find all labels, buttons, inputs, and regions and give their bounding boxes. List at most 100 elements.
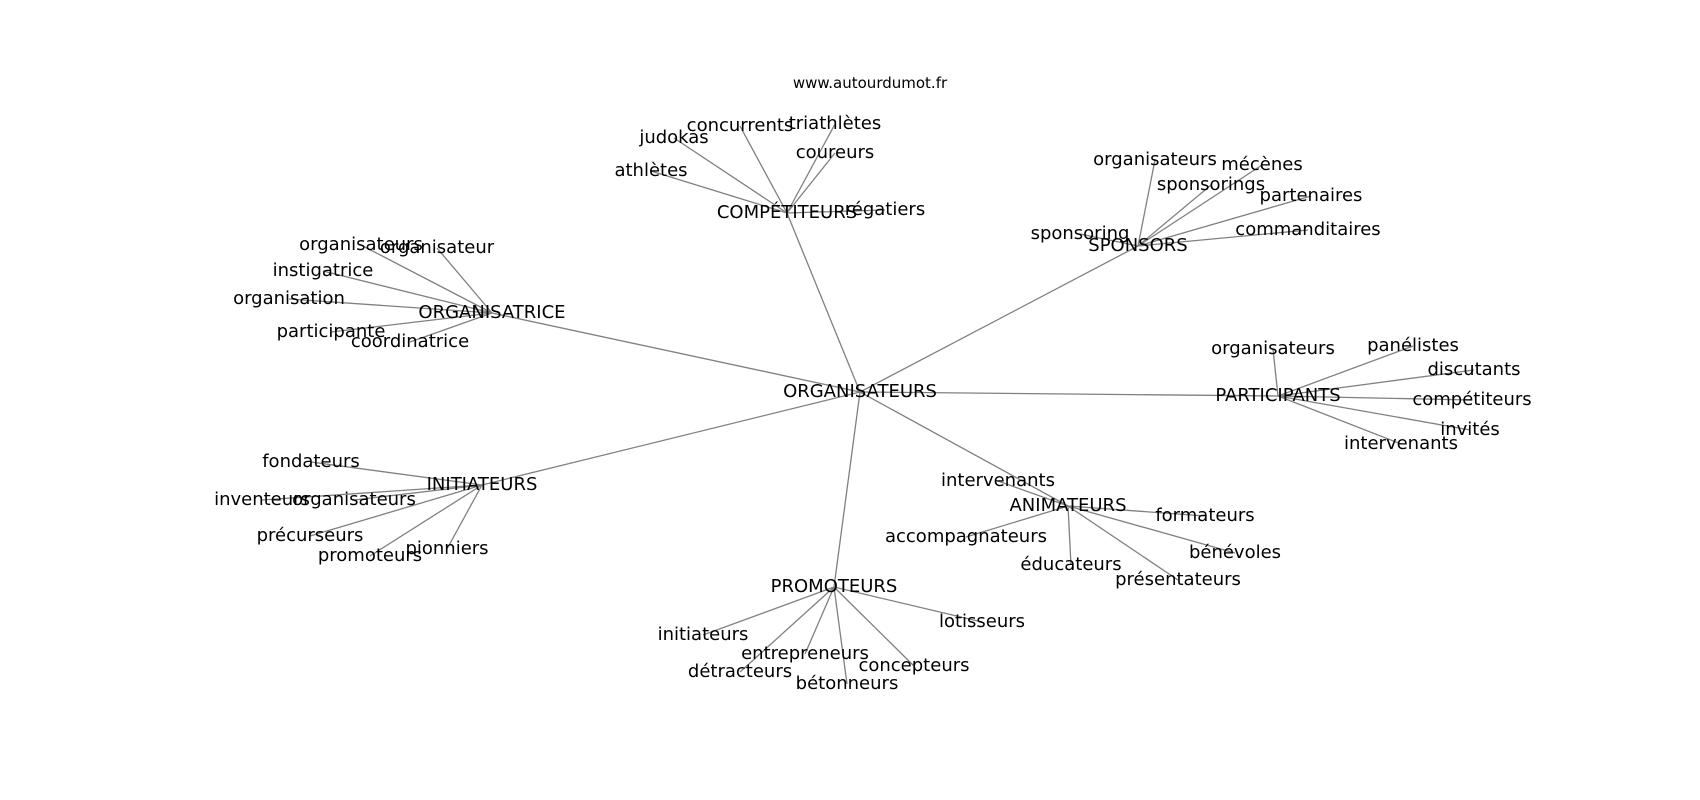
leaf-node-label: organisation xyxy=(233,288,345,309)
edge-hub-to-leaf xyxy=(1137,184,1212,247)
edge-hub-to-leaf xyxy=(739,586,835,673)
leaf-node-label: concurrents xyxy=(687,115,794,136)
edge-hub-to-leaf xyxy=(261,484,483,501)
leaf-node-label: régatiers xyxy=(845,199,925,220)
leaf-node-label: discutants xyxy=(1427,359,1520,380)
edge-hub-to-leaf xyxy=(1277,395,1473,401)
leaf-node-label: coordinatrice xyxy=(351,331,469,352)
leaf-node-label: accompagnateurs xyxy=(885,526,1047,547)
edge-center-to-hub xyxy=(859,245,1139,393)
center-node-label: ORGANISATEURS xyxy=(783,381,937,402)
leaf-node-label: entrepreneurs xyxy=(741,643,869,664)
leaf-node-label: panélistes xyxy=(1367,335,1459,356)
leaf-node-label: organisateurs xyxy=(292,489,416,510)
edge-hub-to-leaf xyxy=(1137,159,1156,247)
leaf-node-label: bétonneurs xyxy=(796,673,899,694)
leaf-node-label: précurseurs xyxy=(257,525,364,546)
edge-hub-to-leaf xyxy=(322,270,493,314)
edge-center-to-hub xyxy=(481,391,861,486)
edge-center-to-hub xyxy=(786,212,861,393)
leaf-node-label: bénévoles xyxy=(1189,542,1281,563)
leaf-node-label: intervenants xyxy=(941,470,1055,491)
edge-hub-to-leaf xyxy=(786,123,836,214)
leaf-node-label: inventeurs xyxy=(214,489,310,510)
edge-hub-to-leaf xyxy=(1079,233,1139,247)
edge-hub-to-leaf xyxy=(650,170,788,214)
leaf-node-label: organisateurs xyxy=(1093,149,1217,170)
edge-hub-to-leaf xyxy=(1067,505,1206,517)
edge-hub-to-leaf xyxy=(1272,348,1279,397)
leaf-node-label: pionniers xyxy=(405,538,488,559)
edge-hub-to-leaf xyxy=(804,586,835,655)
edge-center-to-hub xyxy=(491,312,861,393)
leaf-node-label: lotisseurs xyxy=(939,611,1025,632)
edge-hub-to-leaf xyxy=(965,505,1069,538)
hub-node-label: INITIATEURS xyxy=(427,474,538,495)
leaf-node-label: invités xyxy=(1440,419,1500,440)
leaf-node-label: initiateurs xyxy=(658,624,749,645)
edge-hub-to-leaf xyxy=(833,586,848,685)
edge-hub-to-leaf xyxy=(436,247,493,314)
edge-hub-to-leaf xyxy=(786,152,836,214)
leaf-node-label: éducateurs xyxy=(1020,554,1121,575)
hub-node-label: COMPÉTITEURS xyxy=(717,201,857,223)
edge-hub-to-leaf xyxy=(673,137,788,214)
edge-hub-to-leaf xyxy=(1137,195,1312,247)
edge-hub-to-leaf xyxy=(1067,505,1179,581)
edge-hub-to-leaf xyxy=(997,480,1069,507)
edge-hub-to-leaf xyxy=(1137,164,1263,247)
leaf-node-label: organisateurs xyxy=(299,234,423,255)
edge-hub-to-leaf xyxy=(739,125,788,214)
edge-hub-to-leaf xyxy=(702,586,835,636)
edge-hub-to-leaf xyxy=(1277,345,1414,397)
edge-hub-to-leaf xyxy=(330,312,493,333)
edge-hub-to-leaf xyxy=(1277,395,1471,431)
edge-hub-to-leaf xyxy=(1137,229,1309,247)
edge-hub-to-leaf xyxy=(833,586,983,623)
edge-hub-to-leaf xyxy=(1067,505,1072,566)
edge-hub-to-leaf xyxy=(446,484,483,550)
edge-hub-to-leaf xyxy=(1067,505,1236,554)
graph-edges xyxy=(261,123,1475,685)
edge-hub-to-leaf xyxy=(1277,369,1475,397)
leaf-node-label: concepteurs xyxy=(858,655,969,676)
leaf-node-label: organisateurs xyxy=(1211,338,1335,359)
edge-hub-to-leaf xyxy=(409,312,493,343)
leaf-node-label: mécènes xyxy=(1221,154,1302,175)
leaf-node-label: instigatrice xyxy=(273,260,374,281)
leaf-node-label: fondateurs xyxy=(262,451,360,472)
leaf-node-label: athlètes xyxy=(614,160,687,181)
edge-hub-to-leaf xyxy=(310,461,483,486)
edge-center-to-hub xyxy=(833,391,861,588)
leaf-node-label: détracteurs xyxy=(688,661,792,682)
edge-hub-to-leaf xyxy=(309,484,483,537)
edge-hub-to-leaf xyxy=(1277,395,1402,445)
hub-node-label: SPONSORS xyxy=(1088,235,1187,256)
hub-node-label: PROMOTEURS xyxy=(771,576,898,597)
edge-hub-to-leaf xyxy=(360,244,493,314)
leaf-node-label: triathlètes xyxy=(789,113,882,134)
leaf-node-label: participante xyxy=(277,321,386,342)
edge-hub-to-leaf xyxy=(369,484,483,557)
leaf-node-label: judokas xyxy=(638,127,708,148)
leaf-node-label: organisateur xyxy=(380,237,495,258)
leaf-node-label: partenaires xyxy=(1260,185,1363,206)
leaf-node-label: compétiteurs xyxy=(1412,389,1531,410)
edge-hub-to-leaf xyxy=(353,484,483,501)
hub-node-label: ORGANISATRICE xyxy=(418,302,565,323)
edge-center-to-hub xyxy=(859,391,1069,507)
leaf-node-label: présentateurs xyxy=(1115,569,1241,590)
leaf-node-label: commanditaires xyxy=(1235,219,1380,240)
leaf-node-label: formateurs xyxy=(1155,505,1254,526)
hub-node-label: PARTICIPANTS xyxy=(1215,385,1340,406)
leaf-node-label: intervenants xyxy=(1344,433,1458,454)
edge-hub-to-leaf xyxy=(833,586,915,667)
hub-node-label: ANIMATEURS xyxy=(1009,495,1126,516)
edge-hub-to-leaf xyxy=(288,298,493,314)
leaf-node-label: sponsoring xyxy=(1031,223,1130,244)
edge-hub-to-leaf xyxy=(786,209,886,214)
leaf-node-label: promoteurs xyxy=(318,545,422,566)
edge-center-to-hub xyxy=(859,391,1279,397)
site-credit: www.autourdumot.fr xyxy=(793,74,948,92)
